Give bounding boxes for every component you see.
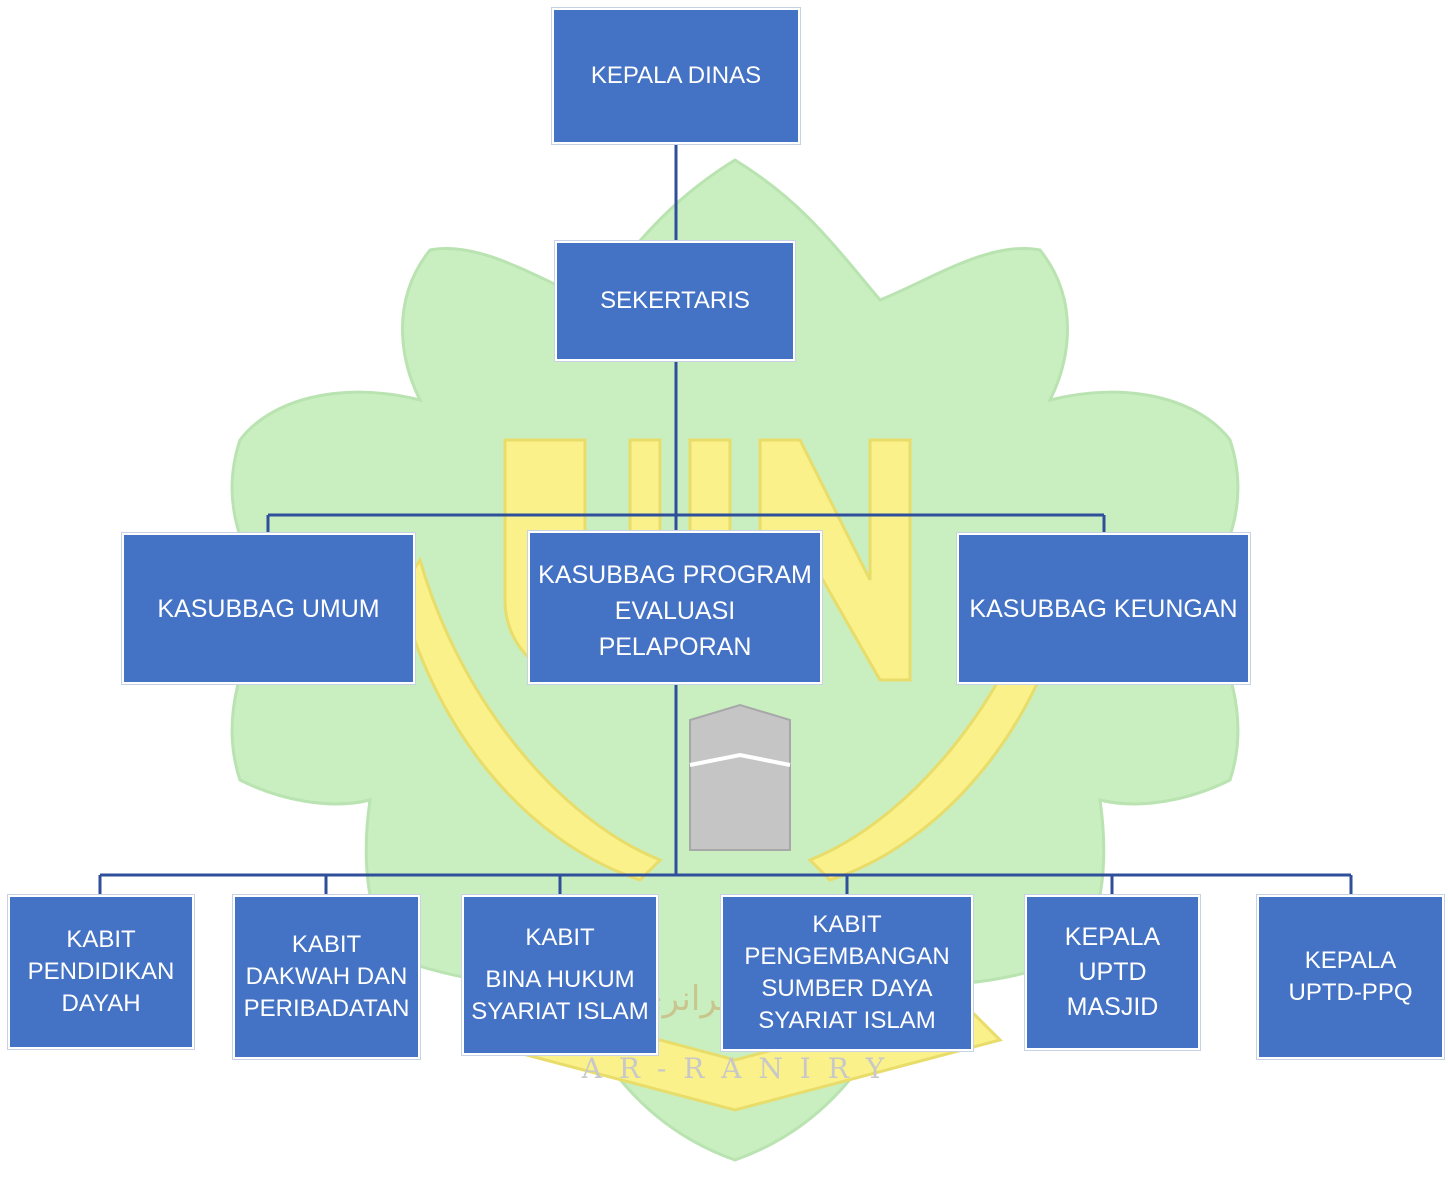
box-line: KEPALA (1304, 947, 1397, 974)
box-line: SYARIAT ISLAM (471, 998, 649, 1025)
box-line: DAKWAH DAN (245, 963, 408, 990)
box-line: KASUBBAG UMUM (157, 594, 380, 623)
box-kabit-pengembangan-sdm: KABIT PENGEMBANGAN SUMBER DAYA SYARIAT I… (720, 894, 974, 1052)
box-line: DAYAH (61, 990, 141, 1017)
box-line: KEPALA (1064, 923, 1161, 951)
box-line: SEKERTARIS (600, 287, 750, 314)
box-line: PERIBADATAN (243, 995, 410, 1022)
watermark-latin-text: A R - R A N I R Y (581, 1052, 888, 1085)
box-kasubbag-keuangan: KASUBBAG KEUNGAN (956, 532, 1251, 685)
box-line: MASJID (1066, 993, 1159, 1021)
box-line: KASUBBAG PROGRAM (538, 561, 812, 589)
box-line: UPTD-PPQ (1288, 979, 1413, 1006)
box-line: PELAPORAN (598, 633, 752, 661)
box-kasubbag-umum: KASUBBAG UMUM (121, 532, 416, 685)
box-sekertaris: SEKERTARIS (554, 240, 796, 362)
box-kabit-bina-hukum: KABIT BINA HUKUM SYARIAT ISLAM (461, 894, 659, 1056)
box-line: KABIT (291, 931, 362, 958)
box-line: EVALUASI (614, 597, 736, 625)
box-line: BINA HUKUM (485, 966, 635, 993)
box-line: KABIT (66, 926, 136, 953)
box-kabit-dakwah-peribadatan: KABIT DAKWAH DAN PERIBADATAN (232, 894, 421, 1060)
box-line: KABIT (812, 911, 882, 938)
box-line: SYARIAT ISLAM (758, 1007, 936, 1034)
box-kepala-dinas: KEPALA DINAS (551, 7, 801, 145)
box-kabit-pendidikan-dayah: KABIT PENDIDIKAN DAYAH (7, 894, 195, 1050)
box-line: KABIT (525, 924, 595, 951)
box-line: SUMBER DAYA (761, 975, 933, 1002)
box-line: PENGEMBANGAN (744, 943, 950, 970)
box-kasubbag-program: KASUBBAG PROGRAM EVALUASI PELAPORAN (527, 530, 823, 685)
watermark-kaaba (689, 703, 791, 851)
box-line: UPTD (1078, 958, 1147, 986)
box-line: KEPALA DINAS (590, 62, 762, 89)
box-line: PENDIDIKAN (27, 958, 175, 985)
box-kepala-uptd-ppq: KEPALA UPTD-PPQ (1256, 894, 1445, 1060)
box-kepala-uptd-masjid: KEPALA UPTD MASJID (1024, 894, 1201, 1051)
box-line: KASUBBAG KEUNGAN (969, 594, 1238, 623)
